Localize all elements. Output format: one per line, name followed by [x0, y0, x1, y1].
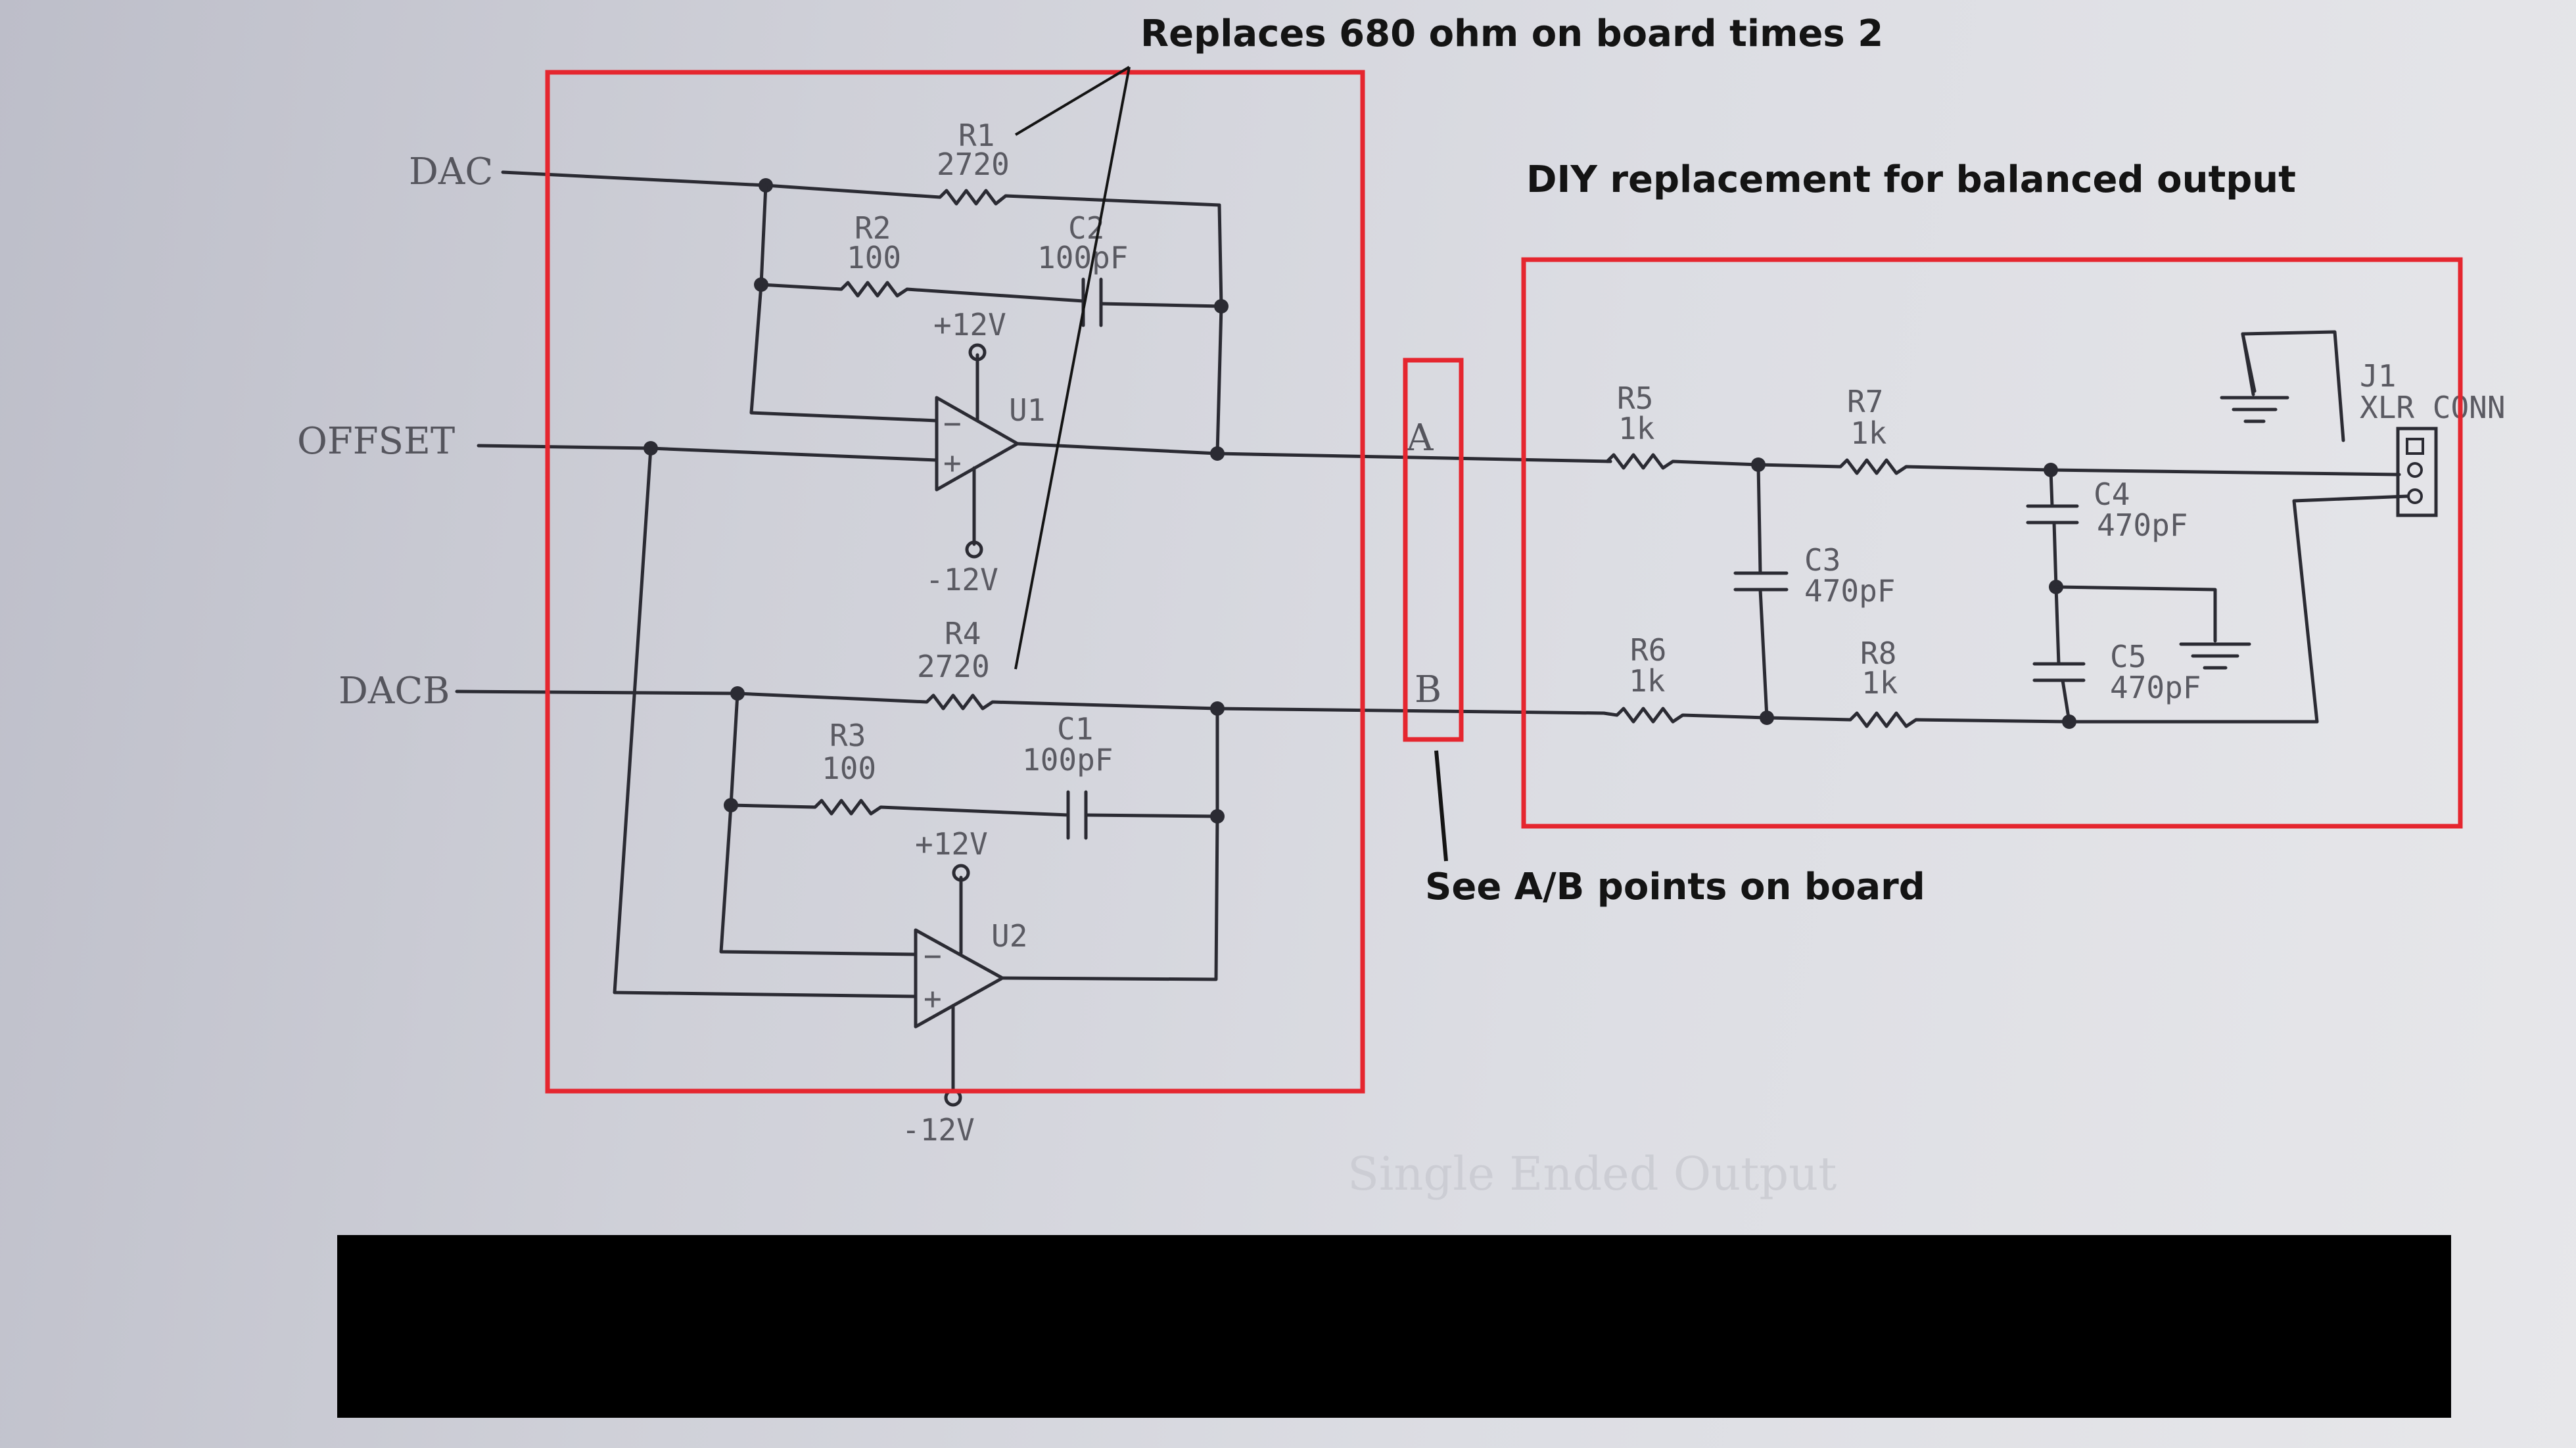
r5-ref: R5	[1617, 381, 1653, 416]
r3-wire	[729, 691, 1070, 817]
r7-ref: R7	[1847, 384, 1883, 419]
balanced-output-network: R5 1k R7 1k R6 1k R8 1k C3 470pF C4 470p…	[1602, 330, 2506, 729]
c5-symbol	[2032, 585, 2086, 724]
r1-wire	[764, 183, 1221, 207]
offset-net: OFFSET	[297, 420, 939, 998]
u1-neg-label: -12V	[925, 562, 998, 597]
u2-ref: U2	[991, 918, 1027, 954]
top-ground-wire	[2241, 332, 2255, 396]
r8-value: 1k	[1862, 665, 1898, 701]
u1-minus-wire	[749, 283, 939, 423]
ab-points-highlight-box	[1403, 358, 1464, 742]
balanced-output-highlight-box	[1521, 257, 2463, 829]
u2-plus-pin: +	[924, 981, 942, 1016]
c2-wire	[1099, 302, 1223, 308]
c5-ref: C5	[2110, 639, 2146, 674]
r2-ref: R2	[855, 210, 891, 246]
c4-value: 470pF	[2097, 507, 2188, 543]
u2-minus-wire	[719, 803, 918, 956]
c3-value: 470pF	[1804, 573, 1895, 609]
r5-wire	[1605, 453, 1760, 470]
ab-pointer-line	[1434, 750, 1448, 862]
c1-ref: C1	[1057, 711, 1093, 747]
xlr-pin-3	[2407, 488, 2423, 504]
offset-label: OFFSET	[297, 420, 455, 463]
u2-pos-label: +12V	[915, 826, 988, 862]
xlr-connector-icon	[2396, 427, 2438, 517]
j1-value: XLR CONN	[2360, 390, 2506, 425]
u2-output-wire	[1215, 707, 1606, 715]
j1-ref: J1	[2360, 358, 2396, 394]
xlr-ground-wire	[2241, 330, 2345, 442]
mid-ground-icon	[2179, 642, 2251, 670]
r7-value: 1k	[1850, 415, 1886, 451]
point-a-label: A	[1406, 417, 1434, 459]
annotation-pointer-lines	[1014, 66, 1131, 670]
u2-neg-label: -12V	[902, 1112, 975, 1148]
bottom-annotation: See A/B points on board	[1425, 866, 1925, 908]
mid-ground-wire	[2054, 585, 2217, 643]
u2-minus-pin: −	[924, 938, 942, 973]
u1-feedback-rail	[1215, 203, 1223, 455]
r6-ref: R6	[1630, 632, 1666, 668]
point-b-label: B	[1415, 668, 1441, 711]
u1-output-wire	[1016, 442, 1612, 463]
u1-minus-pin: −	[943, 406, 962, 441]
u1-ref: U1	[1009, 392, 1045, 428]
r6-value: 1k	[1629, 663, 1665, 699]
dacb-label: DACB	[339, 670, 450, 712]
c2-value: 100pF	[1037, 240, 1128, 275]
r4-value: 2720	[917, 649, 990, 684]
r3-ref: R3	[830, 718, 866, 753]
u2-feedback-rail	[1000, 707, 1219, 981]
offset-down-wire	[613, 446, 918, 998]
faded-caption: Single Ended Output	[1347, 1147, 1837, 1201]
top-ground-icon	[2220, 396, 2289, 423]
dac-label: DAC	[409, 151, 493, 193]
xlr-pin3-wire	[2292, 494, 2409, 724]
c1-symbol	[1066, 790, 1088, 840]
r4-wire	[736, 691, 1219, 711]
r4-ref: R4	[945, 616, 981, 651]
right-annotation: DIY replacement for balanced output	[1526, 158, 2296, 201]
r6-wire	[1602, 707, 1769, 724]
r1-value: 2720	[937, 147, 1010, 182]
u1-pos-terminal	[968, 343, 987, 362]
node-c2	[1214, 299, 1229, 314]
r3-value: 100	[822, 751, 876, 786]
c1-value: 100pF	[1022, 742, 1113, 778]
r8-ref: R8	[1860, 636, 1896, 671]
top-annotation: Replaces 680 ohm on board times 2	[1140, 12, 1883, 55]
r8-wire	[1765, 711, 2319, 728]
c3-ref: C3	[1804, 542, 1840, 578]
xlr-pin-2	[2407, 462, 2423, 478]
r1-ref: R1	[958, 118, 995, 153]
u2-pos-terminal	[952, 864, 970, 882]
r2-wire	[759, 183, 1085, 303]
dacb-wire	[455, 689, 739, 695]
u1-plus-pin: +	[943, 445, 962, 480]
c1-wire	[1084, 813, 1219, 818]
u2-opamp	[914, 928, 1004, 1029]
node-c1	[1210, 809, 1225, 824]
r5-value: 1k	[1618, 411, 1654, 446]
amplifier-highlight-box	[545, 70, 1365, 1094]
dac-wire	[501, 170, 768, 187]
r7-wire	[1756, 458, 2401, 477]
u1-stage: DAC R1 2720 R2 100 C2 100pF − + U1 +12V …	[409, 118, 1612, 597]
u1-neg-terminal	[965, 540, 983, 559]
c4-ref: C4	[2094, 477, 2130, 512]
c4-symbol	[2026, 468, 2079, 589]
c5-value: 470pF	[2110, 670, 2201, 705]
u1-pos-label: +12V	[933, 307, 1006, 342]
c3-symbol	[1733, 463, 1789, 720]
redaction-bar	[337, 1235, 2451, 1418]
r2-value: 100	[847, 240, 901, 275]
u2-stage: DACB R4 2720 R3 100 C1 100pF − + U2 +12V…	[339, 616, 1606, 1148]
xlr-pin-1	[2406, 438, 2424, 455]
